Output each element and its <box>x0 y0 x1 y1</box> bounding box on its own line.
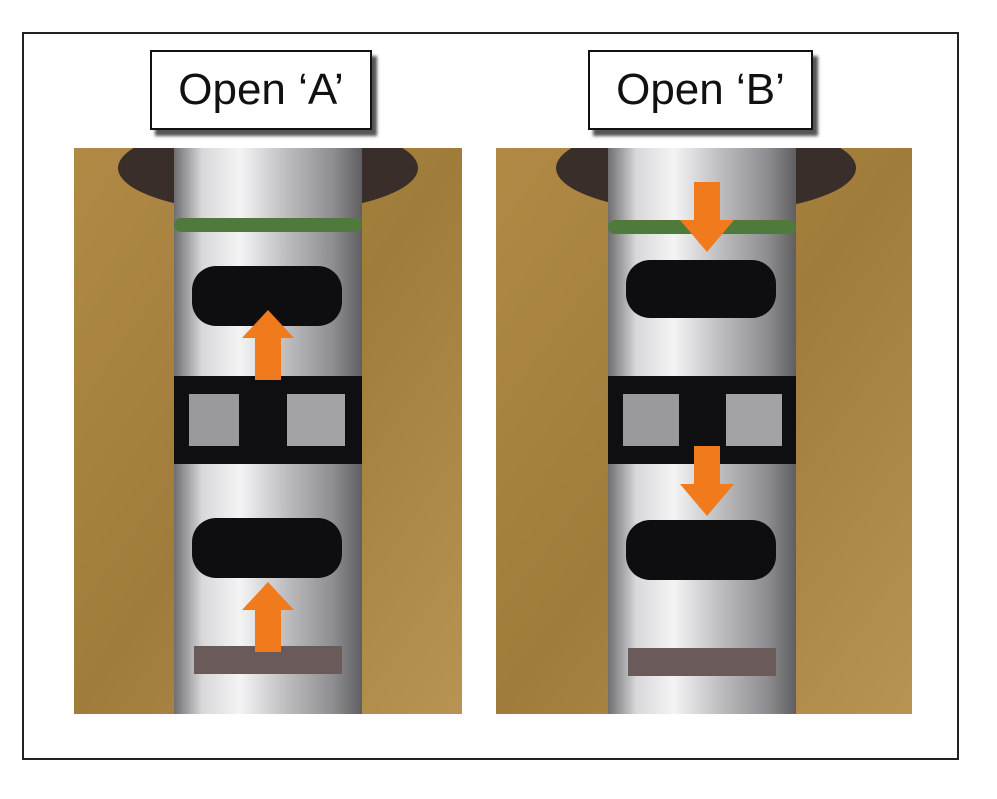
filter-right <box>726 394 782 446</box>
upper-window <box>626 260 776 318</box>
filter-right <box>287 394 345 446</box>
arrow-down-lower <box>680 446 734 516</box>
lower-window <box>626 520 776 580</box>
bottom-groove <box>628 648 776 676</box>
arrow-down-upper <box>680 182 734 252</box>
open-a-label: Open ‘A’ <box>150 50 372 130</box>
open-a-label-text: Open ‘A’ <box>178 65 344 114</box>
filter-left <box>623 394 679 446</box>
open-b-photo <box>496 148 912 714</box>
open-a-photo <box>74 148 462 714</box>
o-ring <box>174 218 362 232</box>
upper-window <box>192 266 342 326</box>
arrow-up-upper <box>242 310 294 380</box>
arrow-up-lower <box>242 582 294 652</box>
filter-left <box>189 394 239 446</box>
lower-window <box>192 518 342 578</box>
open-b-label-text: Open ‘B’ <box>616 65 785 114</box>
open-b-label: Open ‘B’ <box>588 50 813 130</box>
